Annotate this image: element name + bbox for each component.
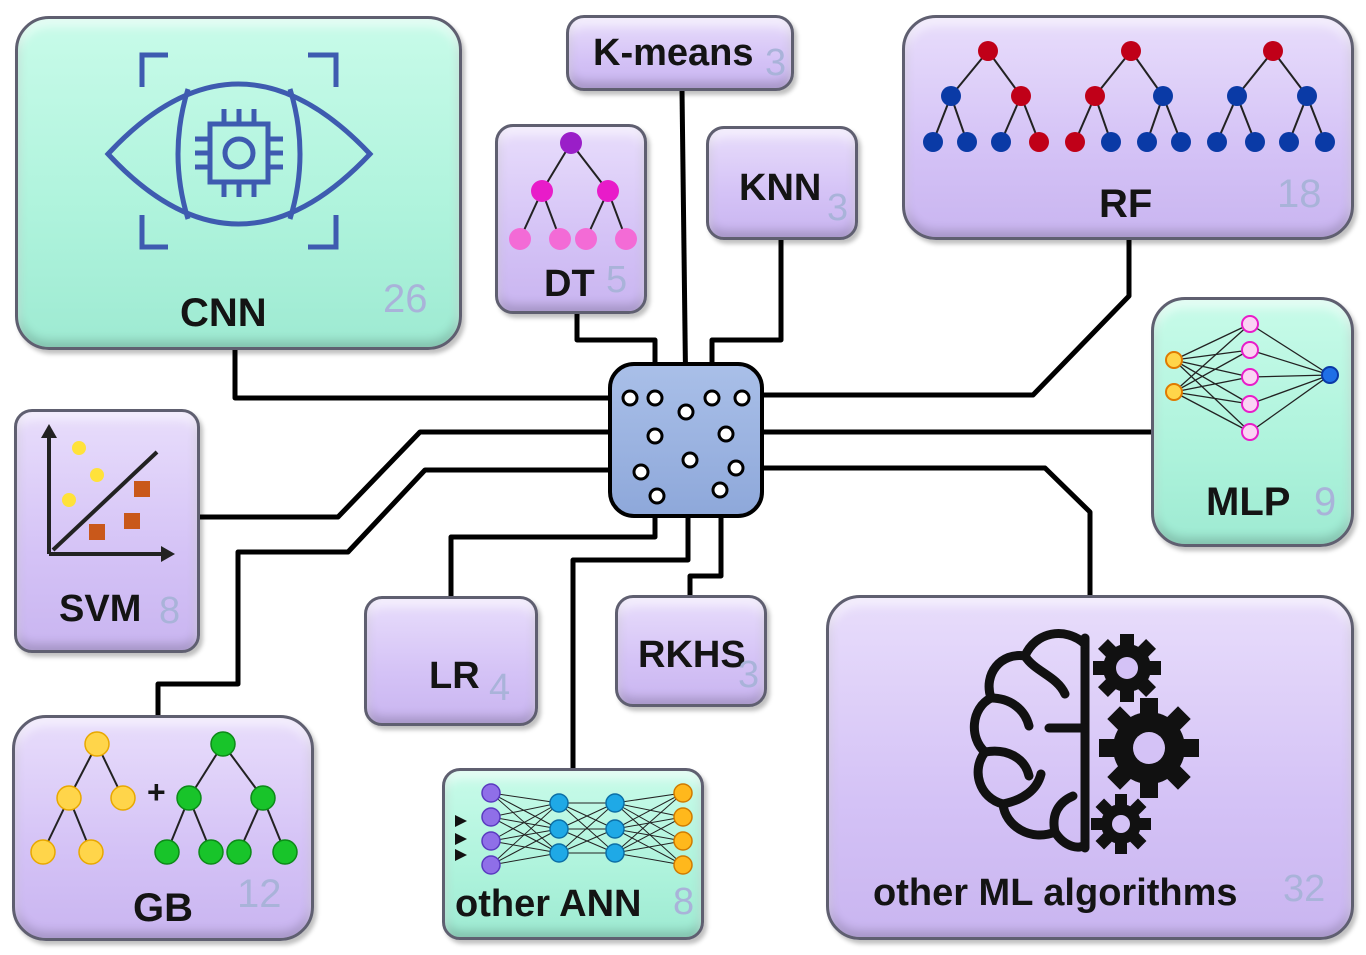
node-lr[interactable]: LR 4: [364, 596, 538, 726]
node-rkhs[interactable]: RKHS 3: [615, 595, 767, 707]
wire-gb: [155, 467, 641, 715]
dt-count: 5: [606, 259, 628, 301]
other-ml-label: other ML algorithms: [873, 872, 1238, 914]
gb-label: GB: [133, 886, 193, 930]
wire-kmeans: [679, 89, 689, 413]
node-cnn[interactable]: CNN 26: [15, 16, 462, 350]
svm-count: 8: [159, 590, 181, 632]
knn-label: KNN: [739, 167, 822, 209]
random-forest-icon: [923, 41, 1335, 152]
node-rf[interactable]: RF 18: [902, 15, 1354, 240]
chip-pins: [621, 389, 751, 505]
boosted-trees-icon: [30, 731, 298, 865]
other-ml-count: 32: [1283, 868, 1326, 910]
node-other-ann[interactable]: other ANN 8: [442, 768, 704, 940]
rkhs-label: RKHS: [638, 634, 746, 676]
node-other-ml[interactable]: other ML algorithms 32: [826, 595, 1354, 940]
scatter-svm-icon: [41, 424, 175, 562]
mlp-label: MLP: [1206, 480, 1291, 524]
brain-gears-icon: [969, 629, 1199, 854]
other-ann-count: 8: [673, 881, 695, 923]
rkhs-count: 3: [738, 654, 760, 696]
wire-svm: [198, 429, 654, 520]
node-dt[interactable]: DT 5: [495, 124, 647, 314]
kmeans-label: K-means: [593, 32, 754, 74]
rf-label: RF: [1099, 182, 1153, 226]
knn-count: 3: [827, 187, 849, 229]
wire-rkhs: [687, 491, 724, 597]
neural-network-icon: [1165, 315, 1339, 441]
node-knn[interactable]: KNN 3: [706, 126, 858, 240]
rf-count: 18: [1277, 172, 1322, 216]
cnn-label: CNN: [180, 291, 267, 335]
other-ann-label: other ANN: [455, 883, 642, 925]
wire-cnn: [232, 348, 630, 401]
node-kmeans[interactable]: K-means 3: [566, 15, 794, 91]
decision-tree-icon: [509, 132, 637, 250]
gb-count: 12: [237, 872, 282, 916]
lr-count: 4: [489, 667, 511, 709]
node-mlp[interactable]: MLP 9: [1151, 297, 1354, 547]
svm-label: SVM: [59, 588, 142, 630]
node-gb[interactable]: + GB 12: [12, 715, 314, 941]
wire-other-ml: [736, 465, 1093, 597]
dt-label: DT: [544, 263, 595, 305]
gb-plus: +: [147, 774, 166, 810]
lr-label: LR: [429, 655, 480, 697]
wire-rf: [742, 238, 1132, 398]
eye-chip-icon: [104, 52, 374, 250]
mlp-count: 9: [1314, 480, 1337, 524]
node-svm[interactable]: SVM 8: [14, 409, 200, 653]
cnn-count: 26: [383, 277, 428, 321]
processor-chip-icon: [608, 362, 764, 518]
deep-network-icon: [455, 783, 693, 875]
kmeans-count: 3: [765, 42, 787, 84]
